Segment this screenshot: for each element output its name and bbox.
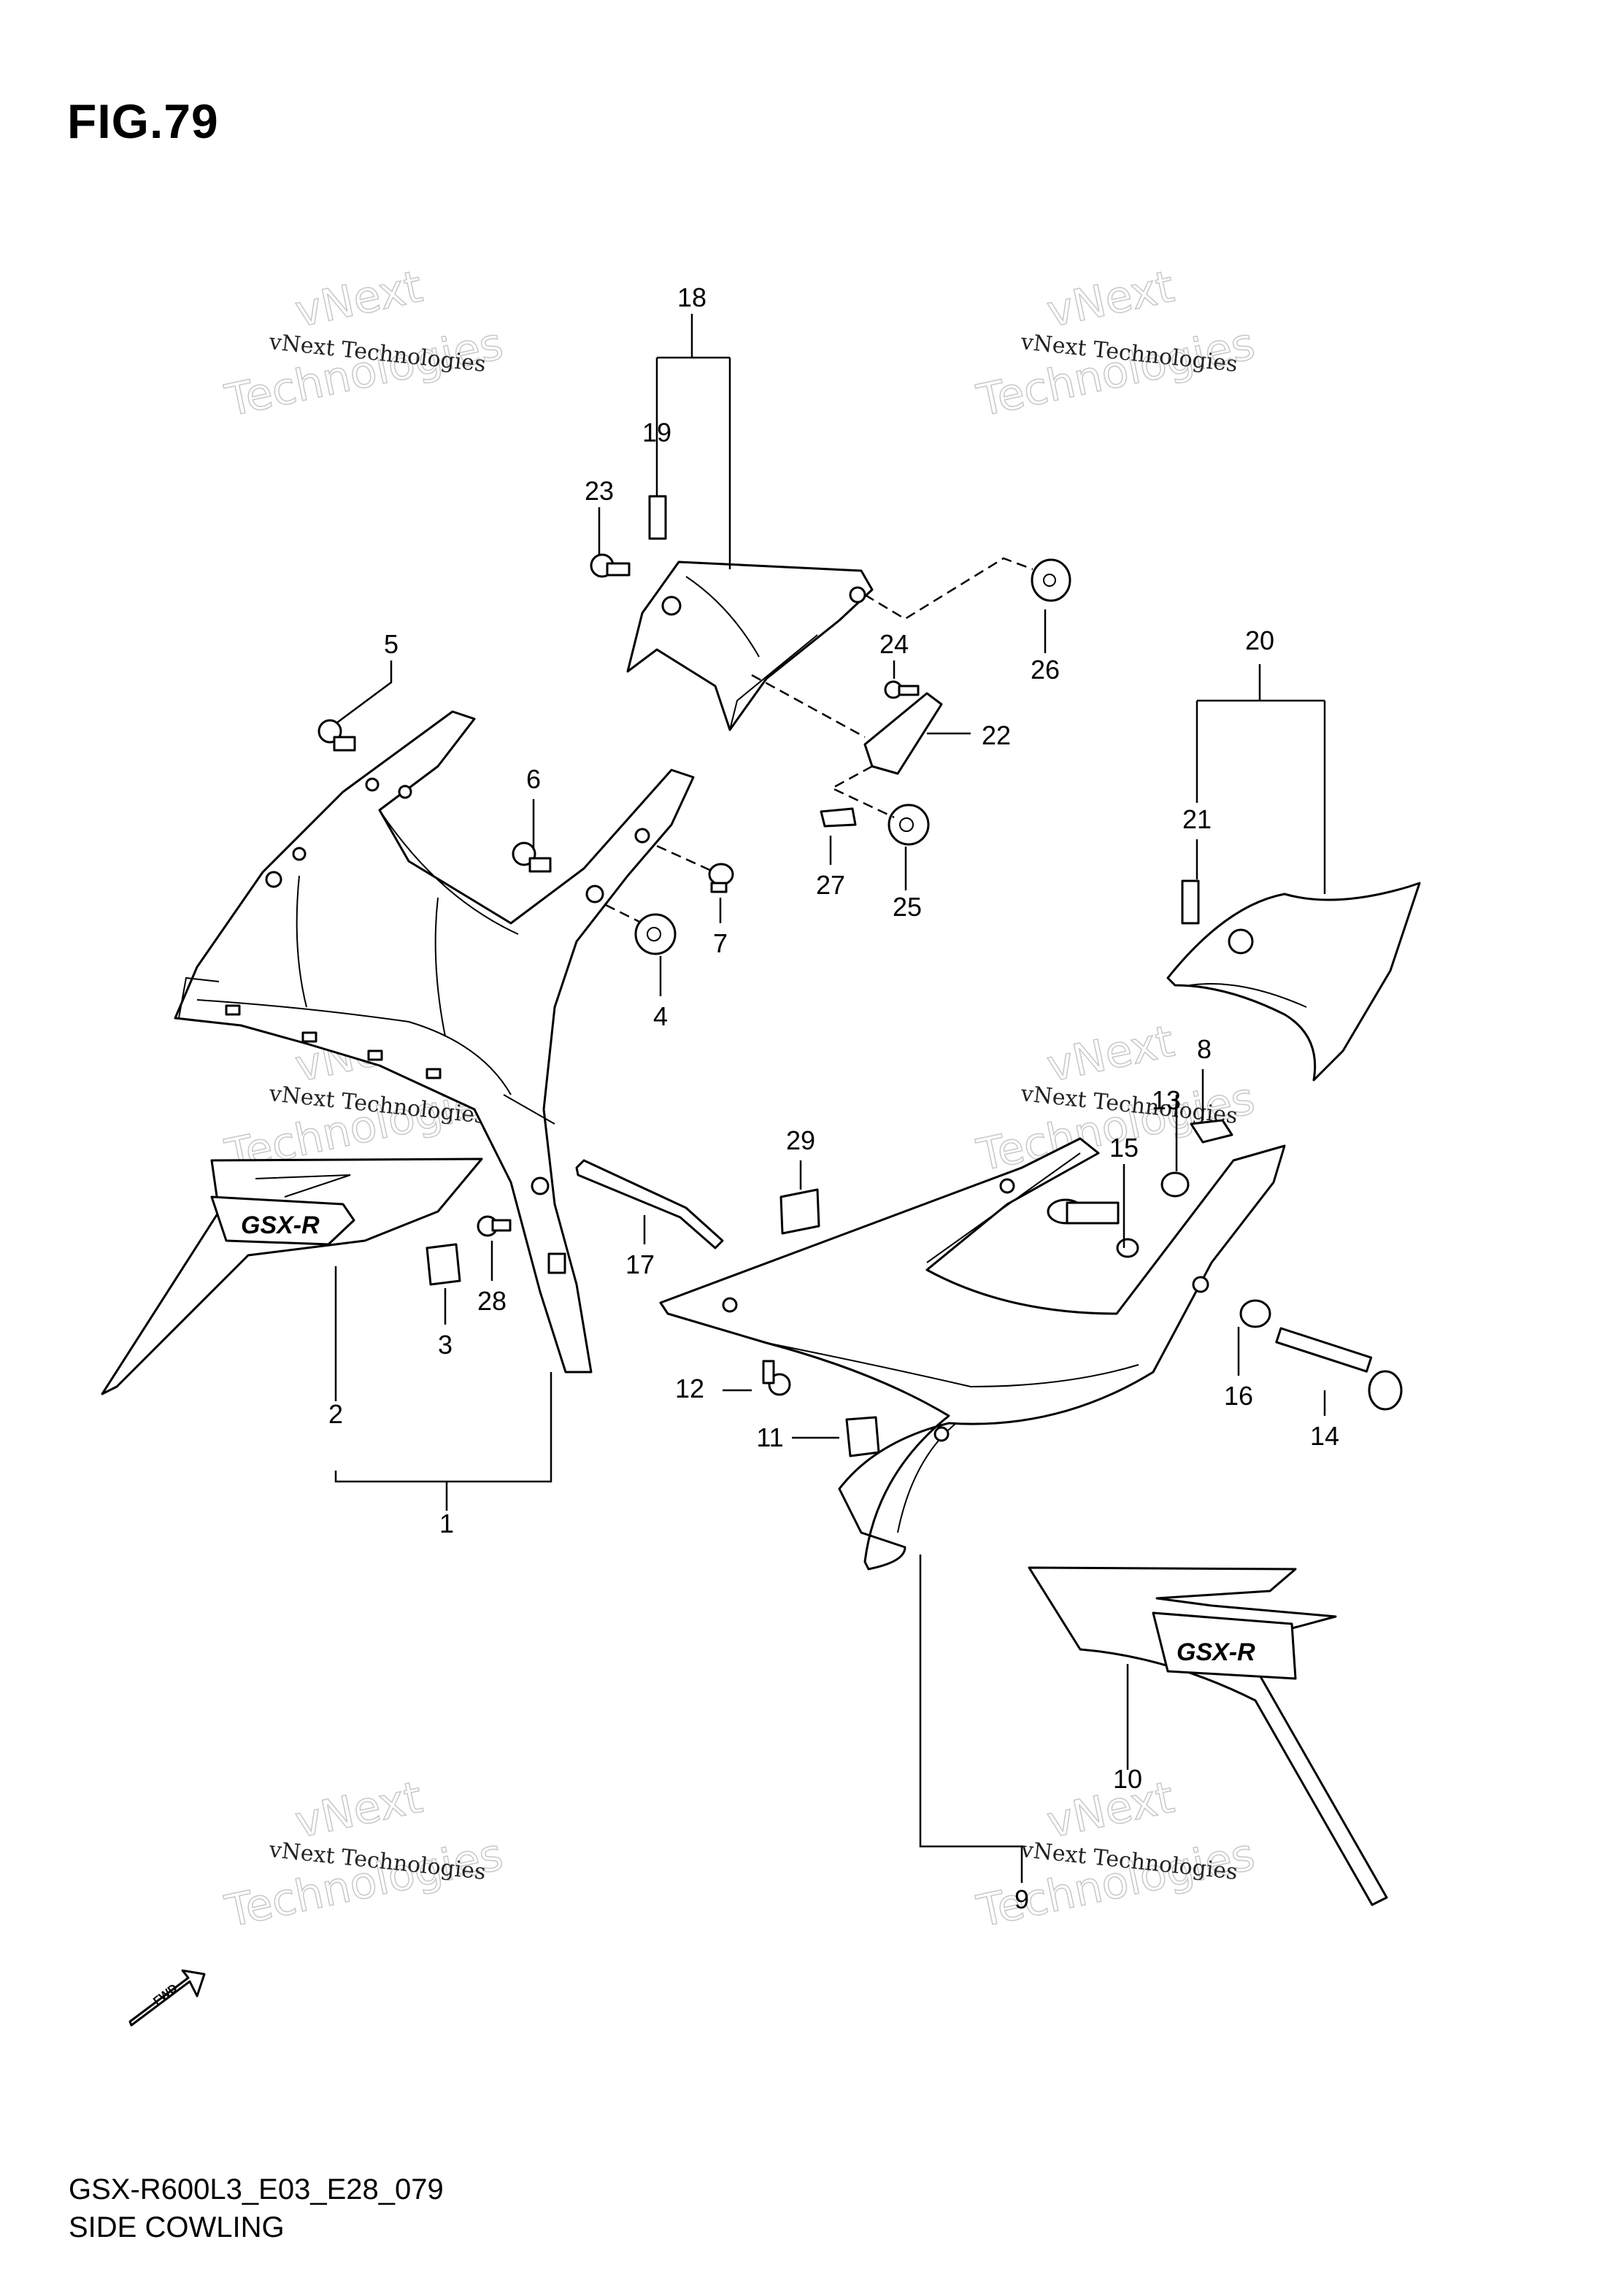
label-19 bbox=[648, 495, 667, 540]
callout-2: 2 bbox=[328, 1399, 343, 1429]
svg-text:vNext: vNext bbox=[1043, 1772, 1179, 1849]
leader-lines bbox=[334, 314, 1326, 1883]
grommet-4 bbox=[634, 913, 677, 955]
callout-21: 21 bbox=[1182, 804, 1212, 834]
callout-10: 10 bbox=[1113, 1764, 1142, 1794]
screw-5 bbox=[317, 719, 356, 752]
assembly-line-26 bbox=[864, 557, 1033, 620]
watermark-top-right: vNext Technologies vNext Technologies bbox=[972, 261, 1260, 428]
gsxr-logo-right: GSX-R bbox=[1177, 1638, 1255, 1666]
side-cowling-1 bbox=[174, 710, 695, 1374]
callout-14: 14 bbox=[1310, 1421, 1339, 1451]
grommet-13 bbox=[1160, 1171, 1190, 1198]
callout-12: 12 bbox=[675, 1374, 704, 1403]
grommet-25 bbox=[887, 804, 930, 846]
callout-25: 25 bbox=[893, 892, 922, 922]
callout-1: 1 bbox=[439, 1509, 454, 1538]
callout-23: 23 bbox=[585, 476, 614, 506]
figure-title: FIG.79 bbox=[67, 94, 219, 148]
inner-cover-18 bbox=[626, 560, 874, 731]
svg-text:vNext: vNext bbox=[1043, 261, 1179, 338]
screw-24 bbox=[884, 680, 920, 699]
screw-6 bbox=[512, 841, 552, 873]
callout-28: 28 bbox=[477, 1286, 507, 1316]
strip-17 bbox=[575, 1159, 724, 1249]
callout-24: 24 bbox=[879, 629, 909, 659]
collar-16 bbox=[1239, 1299, 1271, 1328]
callout-29: 29 bbox=[786, 1125, 815, 1155]
screw-23 bbox=[590, 553, 631, 578]
decal-2: GSX-R bbox=[101, 1157, 483, 1395]
callout-6: 6 bbox=[526, 764, 541, 794]
bolt-14 bbox=[1275, 1327, 1403, 1411]
callout-5: 5 bbox=[384, 629, 398, 659]
svg-text:vNext: vNext bbox=[291, 1772, 427, 1849]
gsxr-logo-left: GSX-R bbox=[241, 1211, 320, 1239]
pad-29 bbox=[779, 1188, 820, 1235]
clip-27 bbox=[820, 807, 857, 828]
fwd-label: FWD bbox=[151, 1982, 180, 2008]
label-21 bbox=[1181, 879, 1200, 925]
svg-text:Technologies: Technologies bbox=[221, 1829, 508, 1938]
svg-text:vNext: vNext bbox=[1043, 1016, 1179, 1093]
side-cowling-9 bbox=[659, 1137, 1286, 1571]
bolt-15 bbox=[1047, 1198, 1139, 1258]
clip-3 bbox=[426, 1243, 461, 1286]
fwd-arrow-icon: FWD bbox=[128, 1969, 206, 2027]
callout-15: 15 bbox=[1109, 1133, 1139, 1163]
callout-18: 18 bbox=[677, 282, 706, 312]
watermark-top-left: vNext Technologies vNext Technologies bbox=[220, 261, 508, 428]
callout-22: 22 bbox=[982, 720, 1011, 750]
assembly-line-7 bbox=[642, 838, 723, 877]
decal-10: GSX-R bbox=[1028, 1566, 1388, 1906]
callout-9: 9 bbox=[1014, 1884, 1029, 1914]
callout-3: 3 bbox=[438, 1330, 453, 1360]
callout-labels: 1 2 3 4 5 6 7 8 9 10 11 12 13 14 15 16 1… bbox=[328, 282, 1339, 1914]
diagram-code: GSX-R600L3_E03_E28_079 bbox=[69, 2173, 444, 2206]
callout-13: 13 bbox=[1152, 1085, 1181, 1115]
callout-8: 8 bbox=[1197, 1034, 1212, 1064]
callout-20: 20 bbox=[1245, 625, 1274, 655]
cover-20 bbox=[1166, 882, 1421, 1082]
clip-7 bbox=[708, 863, 734, 893]
bracket-22 bbox=[863, 692, 943, 775]
watermark-bottom-left: vNext Technologies vNext Technologies bbox=[220, 1771, 508, 1938]
grommet-26 bbox=[1031, 558, 1071, 602]
callout-11: 11 bbox=[756, 1422, 783, 1452]
svg-text:vNext: vNext bbox=[291, 261, 427, 338]
callout-4: 4 bbox=[653, 1001, 668, 1031]
callout-17: 17 bbox=[625, 1249, 655, 1279]
callout-7: 7 bbox=[713, 928, 728, 958]
clip-11 bbox=[845, 1416, 880, 1457]
callout-26: 26 bbox=[1031, 655, 1060, 685]
callout-27: 27 bbox=[816, 870, 845, 900]
nut-8 bbox=[1190, 1119, 1233, 1144]
callout-19: 19 bbox=[642, 417, 671, 447]
assembly-line-22 bbox=[751, 674, 866, 739]
svg-text:Technologies: Technologies bbox=[973, 1829, 1260, 1938]
callout-16: 16 bbox=[1224, 1381, 1253, 1411]
screw-28 bbox=[477, 1215, 512, 1237]
diagram-caption: SIDE COWLING bbox=[69, 2211, 285, 2243]
screw-12 bbox=[762, 1360, 791, 1396]
